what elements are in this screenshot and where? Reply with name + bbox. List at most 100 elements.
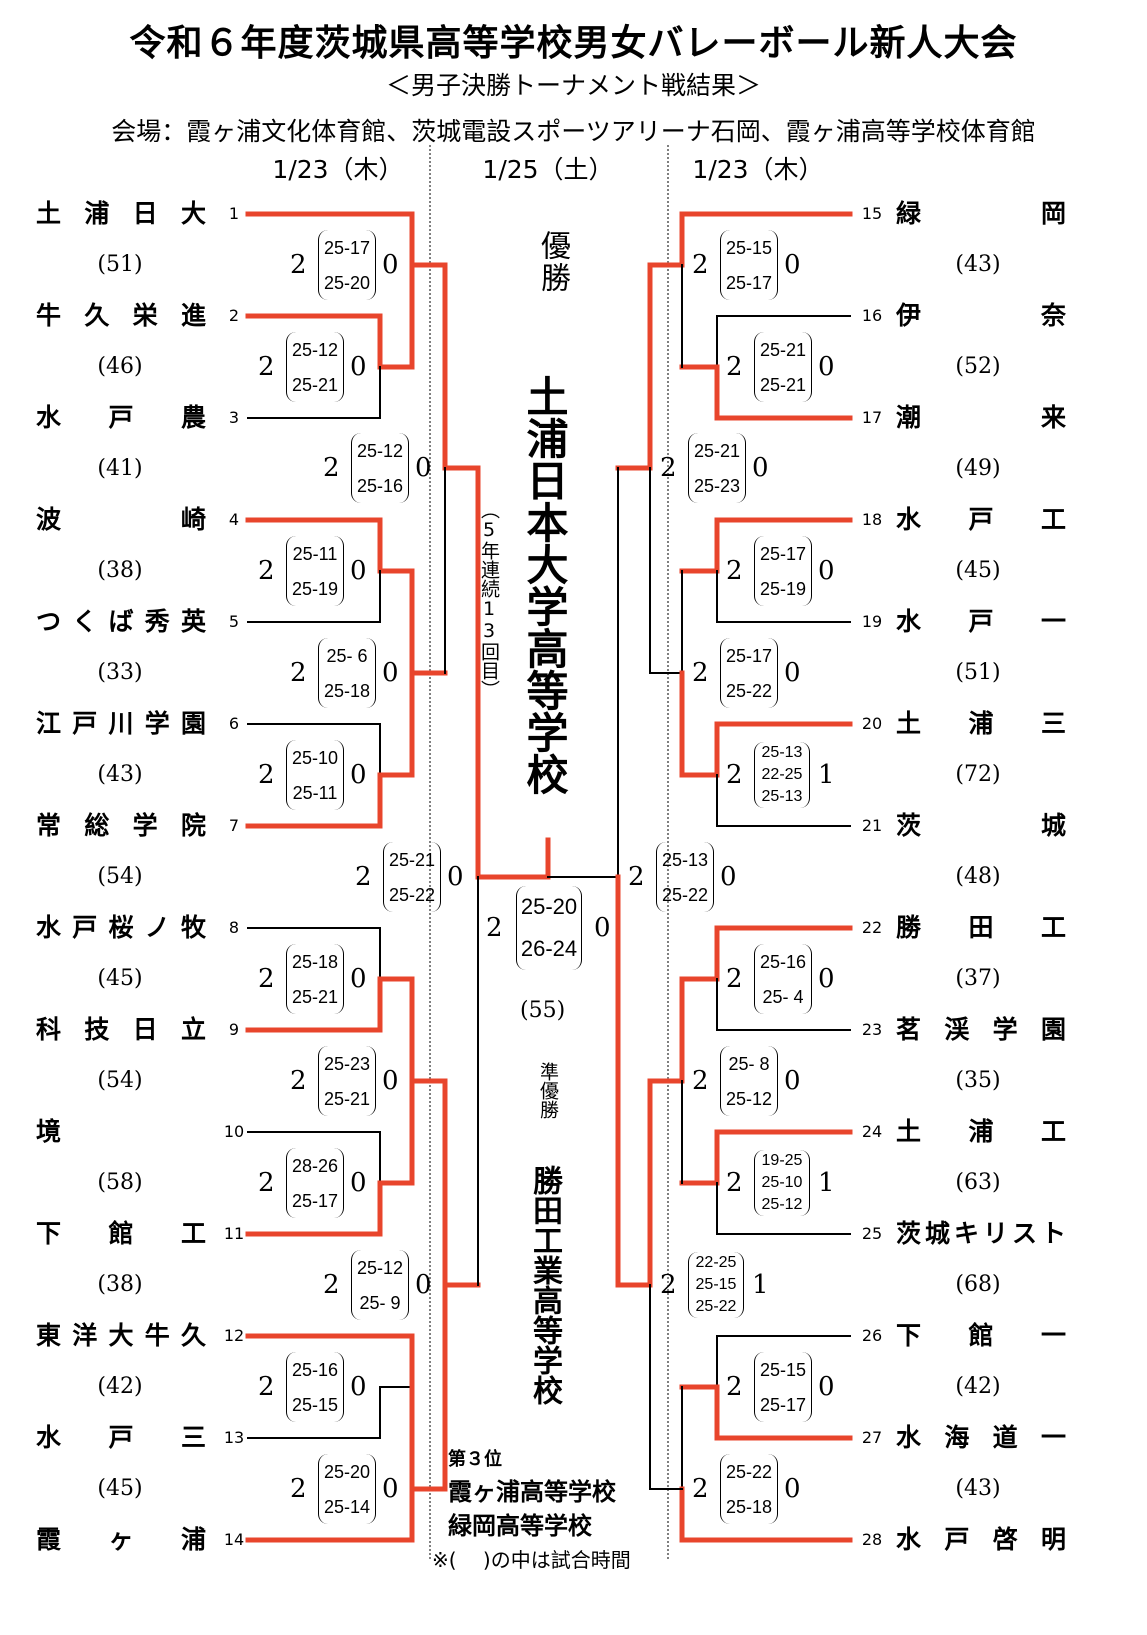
team-seed-number: 2 [228, 306, 240, 325]
winner-set-count: 2 [258, 352, 275, 382]
team-seed-number: 25 [861, 1224, 883, 1243]
loser-set-count: 0 [350, 556, 367, 586]
set-score: 25-12 [356, 440, 404, 461]
match-time: (42) [955, 1374, 1001, 1399]
team-seed-number: 17 [861, 408, 883, 427]
team-name: 水戸一 [896, 607, 1066, 636]
loser-set-count: 0 [818, 556, 835, 586]
loser-set-count: 0 [752, 453, 769, 483]
loser-set-count: 0 [350, 760, 367, 790]
match-time: (68) [955, 1272, 1001, 1297]
champion-label: 優勝 [535, 230, 570, 294]
winner-set-count: 2 [323, 453, 340, 483]
winner-set-count: 2 [726, 964, 743, 994]
loser-set-count: 0 [350, 1372, 367, 1402]
match-time: (45) [97, 966, 143, 991]
team-seed-number: 8 [228, 918, 240, 937]
match-time: (46) [97, 354, 143, 379]
winner-set-count: 2 [726, 352, 743, 382]
set-score: 25-21 [291, 986, 339, 1007]
match-time: (54) [97, 1068, 143, 1093]
set-score: 25-23 [693, 475, 741, 496]
winner-set-count: 2 [258, 1372, 275, 1402]
loser-set-count: 0 [382, 250, 399, 280]
loser-set-count: 0 [784, 658, 801, 688]
match-time: (33) [97, 660, 143, 685]
team-name: 水戸啓明 [896, 1525, 1066, 1554]
loser-set-count: 0 [382, 1474, 399, 1504]
team-seed-number: 3 [228, 408, 240, 427]
set-score: 25-15 [759, 1359, 807, 1380]
match-time: (41) [97, 456, 143, 481]
team-name: 東洋大牛久 [36, 1321, 206, 1350]
team-seed-number: 7 [228, 816, 240, 835]
team-name: 水戸桜ノ牧 [36, 913, 206, 942]
team-name: 勝田工 [896, 913, 1066, 942]
set-score: 19-25 [761, 1152, 803, 1169]
team-name: 土浦三 [896, 709, 1066, 738]
set-score: 25-16 [759, 951, 807, 972]
winner-set-count: 2 [290, 250, 307, 280]
match-time: (52) [955, 354, 1001, 379]
match-time: (51) [97, 252, 143, 277]
winner-set-count: 2 [258, 1168, 275, 1198]
runnerup-name: 勝田工業高等学校 [527, 1165, 562, 1405]
winner-set-count: 2 [660, 453, 677, 483]
set-score: 25-17 [291, 1190, 339, 1211]
runnerup-label: 準優勝 [537, 1062, 559, 1119]
team-seed-number: 27 [861, 1428, 883, 1447]
loser-set-count: 0 [382, 1066, 399, 1096]
winner-set-count: 2 [290, 658, 307, 688]
winner-set-count: 2 [258, 964, 275, 994]
winner-set-count: 2 [486, 913, 503, 943]
match-time: (51) [955, 660, 1001, 685]
winner-set-count: 2 [258, 760, 275, 790]
match-time: (45) [97, 1476, 143, 1501]
winner-set-count: 2 [290, 1066, 307, 1096]
set-score: 25-11 [292, 782, 338, 803]
team-seed-number: 1 [228, 204, 240, 223]
set-score: 28-26 [291, 1155, 339, 1176]
set-score: 25-13 [661, 849, 709, 870]
team-seed-number: 4 [228, 510, 240, 529]
team-name: 茨城 [896, 811, 1066, 840]
set-score: 25-12 [725, 1088, 773, 1109]
team-seed-number: 20 [861, 714, 883, 733]
set-score: 25-17 [725, 645, 773, 666]
team-name: 水海道一 [896, 1423, 1066, 1452]
team-name: 下館一 [896, 1321, 1066, 1350]
team-seed-number: 23 [861, 1020, 883, 1039]
team-name: 霞ヶ浦 [36, 1525, 206, 1554]
team-name: 牛久栄進 [36, 301, 206, 330]
set-score: 25-16 [291, 1359, 339, 1380]
set-score: 25-18 [323, 680, 371, 701]
set-score: 25-21 [759, 374, 807, 395]
champion-note: （5年連続13回目） [478, 500, 500, 699]
team-seed-number: 12 [223, 1326, 245, 1345]
winner-set-count: 2 [726, 1372, 743, 1402]
winner-set-count: 2 [258, 556, 275, 586]
match-time: (63) [955, 1170, 1001, 1195]
set-score: 25-15 [291, 1394, 339, 1415]
loser-set-count: 0 [784, 1066, 801, 1096]
set-score: 25-20 [520, 894, 578, 919]
set-score: 25-22 [661, 884, 709, 905]
loser-set-count: 0 [720, 862, 737, 892]
